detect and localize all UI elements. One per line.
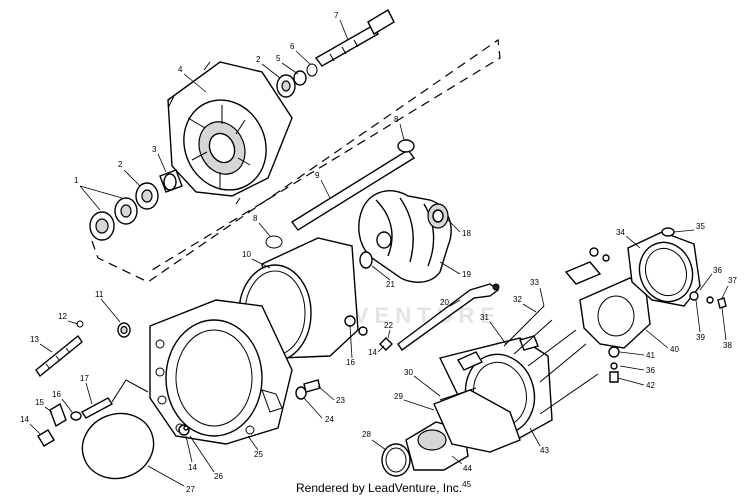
callout-labels: 1 2 2 3 4 5 6 7 8 8 9 10 11 12 13 14 14 … xyxy=(20,11,737,494)
callout-17: 17 xyxy=(80,374,89,383)
callout-11: 11 xyxy=(95,290,104,299)
callout-20: 20 xyxy=(440,298,449,307)
callout-2: 2 xyxy=(118,160,123,169)
callout-10: 10 xyxy=(242,250,251,259)
callout-32: 32 xyxy=(513,295,522,304)
callout-5: 5 xyxy=(276,54,281,63)
reverse-gate-bracket xyxy=(564,247,651,349)
footer-text: Rendered by LeadVenture, Inc. xyxy=(296,481,463,495)
callout-7: 7 xyxy=(334,11,339,20)
callout-15: 15 xyxy=(35,398,44,407)
callout-13: 13 xyxy=(30,335,39,344)
callout-18: 18 xyxy=(462,229,471,238)
callout-21: 21 xyxy=(386,280,395,289)
callout-44: 44 xyxy=(463,464,472,473)
callout-36b: 36 xyxy=(646,366,655,375)
callout-27: 27 xyxy=(186,485,195,494)
long-bolts xyxy=(503,305,599,415)
impeller-shaft xyxy=(265,139,416,249)
callout-33: 33 xyxy=(530,278,539,287)
callout-19: 19 xyxy=(462,270,471,279)
callout-34: 34 xyxy=(616,228,625,237)
footer-superscript: 45 xyxy=(462,480,472,489)
hardware-right xyxy=(608,296,727,383)
callout-2b: 2 xyxy=(256,55,261,64)
callout-3: 3 xyxy=(152,145,157,154)
callout-40: 40 xyxy=(670,345,679,354)
callout-37: 37 xyxy=(728,276,737,285)
callout-14a: 14 xyxy=(20,415,29,424)
callout-14c: 14 xyxy=(368,348,377,357)
callout-1: 1 xyxy=(74,176,79,185)
fittings-left xyxy=(35,320,149,447)
callout-22: 22 xyxy=(384,321,393,330)
footer-credit: Rendered by LeadVenture, Inc.45 xyxy=(296,480,471,495)
callout-39: 39 xyxy=(696,333,705,342)
callout-36a: 36 xyxy=(713,266,722,275)
callout-8b: 8 xyxy=(253,214,258,223)
callout-12: 12 xyxy=(58,312,67,321)
gasket-ring xyxy=(81,412,155,480)
impeller xyxy=(358,190,452,283)
callout-6: 6 xyxy=(290,42,295,51)
callout-16b: 16 xyxy=(346,358,355,367)
callout-43: 43 xyxy=(540,446,549,455)
callout-29: 29 xyxy=(394,392,403,401)
hardware-center xyxy=(178,315,368,436)
pump-housing xyxy=(167,61,293,205)
callout-14b: 14 xyxy=(188,463,197,472)
callout-35: 35 xyxy=(696,222,705,231)
callout-42: 42 xyxy=(646,381,655,390)
outlet-nozzle xyxy=(381,387,521,477)
callout-16: 16 xyxy=(52,390,61,399)
drive-shaft-assembly xyxy=(276,9,395,98)
callout-31: 31 xyxy=(480,313,489,322)
callout-38: 38 xyxy=(723,341,732,350)
callout-24: 24 xyxy=(325,415,334,424)
callout-25: 25 xyxy=(254,450,263,459)
steering-nozzle xyxy=(627,227,701,307)
callout-30: 30 xyxy=(404,368,413,377)
callout-4: 4 xyxy=(178,65,183,74)
callout-23: 23 xyxy=(336,396,345,405)
callout-41: 41 xyxy=(646,351,655,360)
callout-28: 28 xyxy=(362,430,371,439)
callout-26: 26 xyxy=(214,472,223,481)
bearing-stack xyxy=(89,169,183,241)
callout-9: 9 xyxy=(315,171,320,180)
callout-8: 8 xyxy=(394,115,399,124)
dashed-assembly-outline xyxy=(91,38,501,283)
venturi-housing xyxy=(149,299,293,445)
